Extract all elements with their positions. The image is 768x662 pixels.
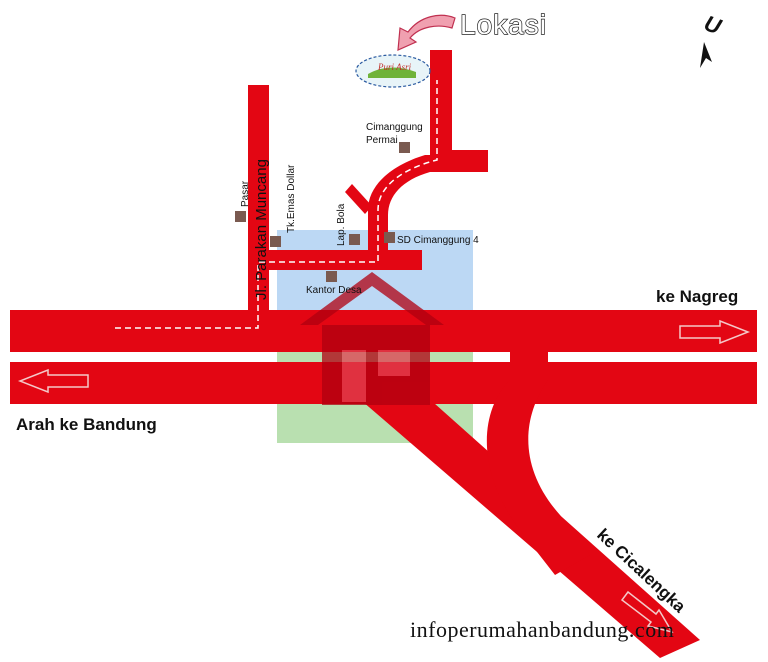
road-label-west: Arah ke Bandung [16,415,157,434]
landmark-kantor-desa-label: Kantor Desa [306,285,362,296]
landmark-tk-emas-dollar-marker [270,236,281,247]
north-label: U [701,10,726,39]
landmark-cimanggung-permai-line2: Permai [366,135,398,146]
road-cicalengka-branch [486,345,590,575]
landmark-cimanggung-permai-label: Cimanggung Permai [366,122,426,146]
landmark-sd-cimanggung-4-marker [384,232,395,243]
road-side-stub [345,184,372,214]
house-icon [300,272,444,405]
landmark-lap-bola-marker [349,234,360,245]
landmark-cimanggung-permai-marker [399,142,410,153]
landmark-sd-cimanggung-4-label: SD Cimanggung 4 [397,235,479,246]
route-line [115,80,438,329]
north-arrow-icon [700,42,712,68]
landmark-lap-bola-label: Lap. Bola [336,203,347,246]
watermark: infoperumahanbandung.com [410,617,674,642]
road-label-east: ke Nagreg [656,287,738,306]
landmark-kantor-desa-marker [326,271,337,282]
landmark-pasar-label: Pasar [240,180,251,207]
puri-asri-logo: Puri Asri [355,54,431,88]
location-label: Lokasi [460,9,547,40]
landmark-tk-emas-dollar-label: Tk.Emas Dollar [286,164,297,233]
landmark-pasar-marker [235,211,246,222]
road-label-parakan-muncang: Jl. Parakan Muncang [253,159,270,300]
landmark-cimanggung-permai-line1: Cimanggung [366,122,423,133]
arrow-east [679,319,751,345]
arrow-southeast [620,590,674,634]
logo-text: Puri Asri [377,62,412,72]
road-parakan-muncang [248,85,269,311]
arrow-west [17,368,89,394]
road-connector [266,250,422,270]
road-to-location [368,50,488,262]
lokasi-arrow-icon [397,14,456,51]
